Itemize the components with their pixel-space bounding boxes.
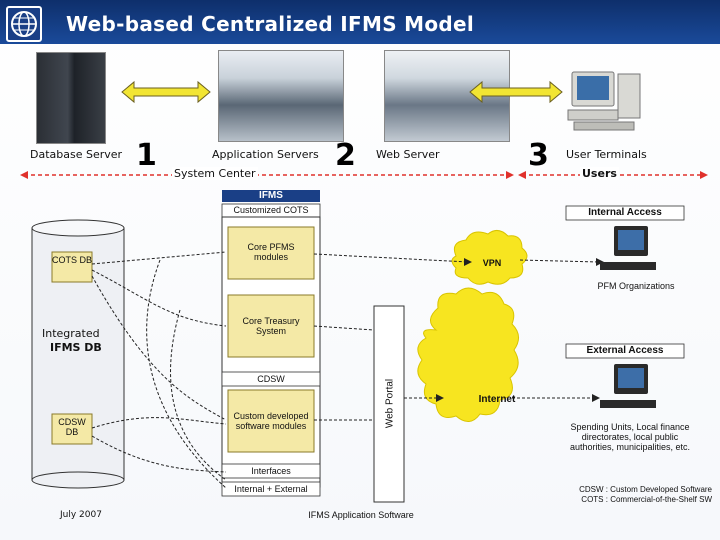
number-1: 1 — [136, 138, 157, 173]
double-arrow-web-terminal — [469, 80, 563, 104]
title-bar — [0, 0, 720, 44]
number-3: 3 — [528, 138, 549, 173]
vpn-label: VPN — [482, 258, 502, 268]
database-server-photo — [36, 52, 106, 144]
page-title: Web-based Centralized IFMS Model — [66, 12, 475, 36]
user-terminals-label: User Terminals — [566, 148, 647, 161]
user-terminal-photo — [566, 70, 646, 132]
vpn-cloud — [451, 230, 528, 285]
core-pfms-label: Core PFMS modules — [247, 242, 295, 262]
interfaces-label: Interfaces — [251, 466, 291, 476]
database-server-label: Database Server — [30, 148, 123, 161]
cdsw-db-label: CDSW DB — [58, 417, 86, 437]
legend-cots: COTS : Commercial-of-the-Shelf SW — [581, 495, 712, 504]
ifms-app-software-label: IFMS Application Software — [308, 510, 414, 520]
application-servers-photo — [218, 50, 344, 142]
cots-db-label: COTS DB — [52, 255, 93, 265]
internet-cloud — [417, 287, 519, 422]
customized-cots-label: Customized COTS — [233, 205, 309, 215]
system-center-label: System Center — [172, 167, 258, 180]
internal-terminal-icon — [600, 226, 656, 270]
spending-units-label: Spending Units, Local finance directorat… — [569, 422, 691, 452]
web-server-label: Web Server — [376, 148, 440, 161]
double-arrow-db-app — [121, 80, 211, 104]
external-access-label: External Access — [586, 345, 664, 356]
integrated-label-line1: Integrated — [42, 327, 100, 340]
application-servers-label: Application Servers — [212, 148, 319, 161]
date-label: July 2007 — [60, 510, 102, 520]
custom-modules-label: Custom developed software modules — [233, 411, 309, 431]
internet-label: Internet — [478, 394, 516, 405]
external-terminal-icon — [600, 364, 656, 408]
integrated-label-line2: IFMS DB — [50, 341, 102, 354]
internal-external-label: Internal + External — [234, 484, 308, 494]
number-2: 2 — [335, 138, 356, 173]
pfm-organizations-label: PFM Organizations — [597, 281, 675, 291]
web-portal-label: Web Portal — [384, 378, 396, 429]
users-label: Users — [580, 167, 619, 180]
globe-logo-icon — [6, 6, 42, 42]
internal-access-label: Internal Access — [588, 207, 662, 218]
legend-cdsw: CDSW : Custom Developed Software — [579, 485, 712, 494]
core-treasury-label: Core Treasury System — [242, 316, 300, 336]
ifms-header: IFMS — [259, 190, 283, 201]
cdsw-label: CDSW — [257, 374, 285, 384]
